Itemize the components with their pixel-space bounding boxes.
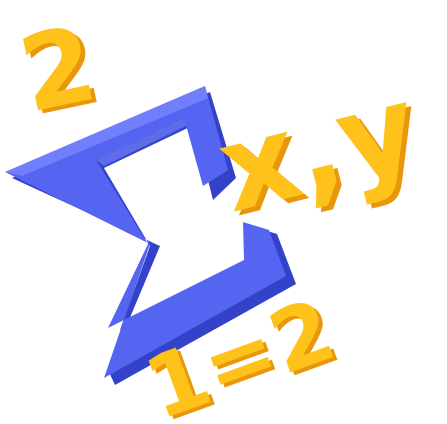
superscript-two: 2 2 xyxy=(10,2,111,139)
summation-sigma-icon xyxy=(5,86,296,385)
sigma-face xyxy=(5,86,286,378)
variables-xy-glyph: x,y xyxy=(205,57,430,239)
sigma-inner-highlight xyxy=(96,118,186,166)
variables-xy: x,y x,y xyxy=(205,57,435,243)
sigma-highlight xyxy=(5,86,208,176)
superscript-two-glyph: 2 xyxy=(10,2,106,136)
